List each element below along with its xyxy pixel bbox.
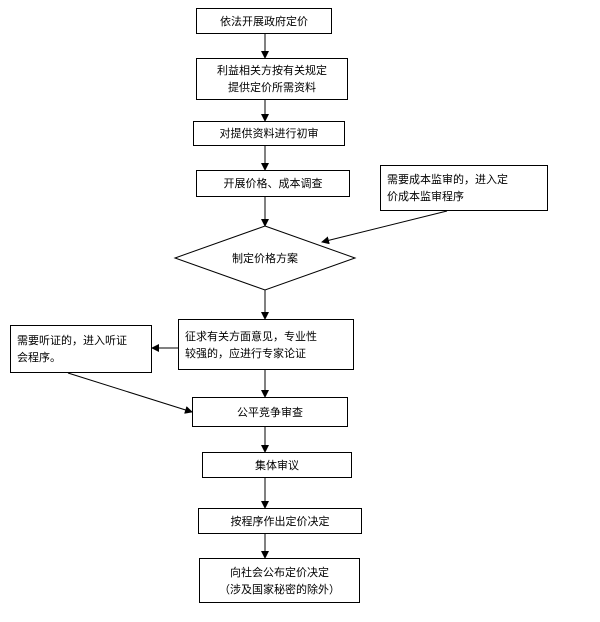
- side-cost-audit: 需要成本监审的，进入定 价成本监审程序: [380, 165, 548, 211]
- step-cost-investigation: 开展价格、成本调查: [196, 170, 350, 197]
- step-solicit-opinions: 征求有关方面意见，专业性 较强的，应进行专家论证: [178, 319, 354, 370]
- step-collective-deliberation-label: 集体审议: [255, 458, 299, 472]
- arrow-hearing-step6: [67, 372, 193, 414]
- step-fair-competition-review-label: 公平竞争审查: [237, 405, 303, 419]
- arrow-cost-decision: [321, 210, 448, 245]
- decision-diamond: [173, 225, 357, 291]
- step-solicit-opinions-label: 征求有关方面意见，专业性 较强的，应进行专家论证: [185, 329, 317, 360]
- step-pricing-start: 依法开展政府定价: [196, 8, 332, 34]
- step-preliminary-review: 对提供资料进行初审: [193, 121, 345, 146]
- step-pricing-start-label: 依法开展政府定价: [220, 14, 308, 28]
- side-hearing-label: 需要听证的，进入听证 会程序。: [17, 334, 127, 364]
- step-publish-decision-label: 向社会公布定价决定 （涉及国家秘密的除外）: [219, 565, 340, 596]
- side-cost-audit-label: 需要成本监审的，进入定 价成本监审程序: [387, 173, 508, 203]
- step-preliminary-review-label: 对提供资料进行初审: [219, 127, 319, 140]
- step-provide-materials-label: 利益相关方按有关规定 提供定价所需资料: [217, 64, 327, 94]
- step-collective-deliberation: 集体审议: [202, 452, 352, 478]
- step-make-decision: 按程序作出定价决定: [198, 508, 362, 534]
- step-fair-competition-review: 公平竞争审查: [192, 397, 348, 427]
- step-publish-decision: 向社会公布定价决定 （涉及国家秘密的除外）: [199, 558, 360, 603]
- side-hearing: 需要听证的，进入听证 会程序。: [10, 325, 152, 373]
- decision-label: 制定价格方案: [232, 252, 298, 265]
- step-make-decision-label: 按程序作出定价决定: [230, 514, 330, 528]
- step-provide-materials: 利益相关方按有关规定 提供定价所需资料: [196, 58, 348, 100]
- step-cost-investigation-label: 开展价格、成本调查: [223, 177, 323, 190]
